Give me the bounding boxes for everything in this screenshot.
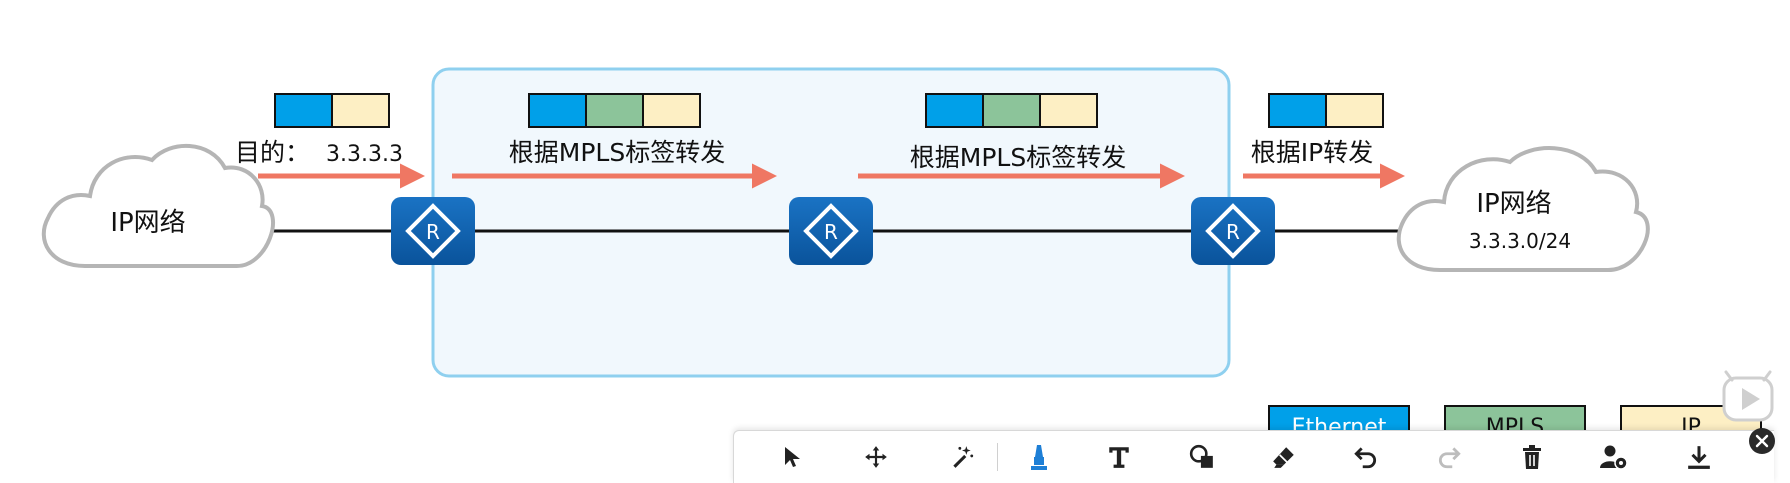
packet-ethernet-segment [528,93,587,128]
left-ip-network-cloud [41,144,275,269]
packet-ip-segment [1039,93,1098,128]
packet-ethernet-ip-2 [1268,93,1384,128]
packet-ethernet-segment [925,93,984,128]
text-tool-button[interactable] [1099,439,1139,475]
router-diamond-icon [1205,203,1261,259]
marker-pen-icon [1031,445,1047,470]
right-cloud-subnet: 3.3.3.0/24 [1469,229,1571,253]
packet-ethernet-segment [274,93,333,128]
user-settings-icon [1600,445,1628,470]
right-cloud-label: IP网络 [1476,189,1551,219]
close-icon [1755,434,1769,448]
packet-ip-segment [331,93,390,128]
toolbar-separator [997,443,998,471]
pointer-tool-button[interactable] [772,439,812,475]
shapes-tool-button[interactable] [1182,439,1222,475]
move-arrows-icon [865,446,887,468]
destination-label: 目的： [235,138,310,167]
packet-ethernet-ip-1 [274,93,390,128]
text-icon [1109,447,1129,468]
move-tool-button[interactable] [856,439,896,475]
router-diamond-icon [803,203,859,259]
router-diamond-icon [405,203,461,259]
packet-ip-segment [1325,93,1384,128]
shapes-icon [1189,444,1213,468]
router-1[interactable]: R [391,197,475,265]
packet-ethernet-mpls-ip-2 [925,93,1098,128]
download-icon [1688,446,1710,469]
user-settings-button[interactable] [1594,439,1634,475]
router-2[interactable]: R [789,197,873,265]
packet-ip-segment [642,93,701,128]
destination-value: 3.3.3.3 [326,142,403,167]
clear-button[interactable] [1512,439,1552,475]
packet-ethernet-mpls-ip-1 [528,93,701,128]
eraser-tool-button[interactable] [1264,439,1304,475]
hop-label-2: 根据MPLS标签转发 [910,143,1126,172]
redo-icon [1438,447,1461,469]
magic-wand-icon [953,446,974,468]
packet-ethernet-segment [1268,93,1327,128]
right-ip-network-cloud [1396,146,1650,273]
router-1-letter: R [426,220,440,244]
router-3[interactable]: R [1191,197,1275,265]
drawing-toolbar [733,430,1774,483]
hop-label-3: 根据IP转发 [1251,138,1373,167]
undo-icon [1354,447,1377,469]
pen-tool-button[interactable] [1019,439,1059,475]
play-overlay-icon[interactable] [1718,368,1778,428]
cursor-arrow-icon [785,447,800,467]
trash-icon [1523,445,1541,469]
laser-tool-button[interactable] [942,439,982,475]
close-toolbar-button[interactable] [1749,428,1775,454]
packet-mpls-segment [982,93,1041,128]
hop-label-1: 根据MPLS标签转发 [509,138,725,167]
undo-button[interactable] [1346,439,1386,475]
eraser-icon [1273,447,1294,468]
router-3-letter: R [1226,220,1240,244]
download-button[interactable] [1679,439,1719,475]
left-cloud-label: IP网络 [110,208,185,238]
redo-button[interactable] [1429,439,1469,475]
packet-mpls-segment [585,93,644,128]
router-2-letter: R [824,220,838,244]
